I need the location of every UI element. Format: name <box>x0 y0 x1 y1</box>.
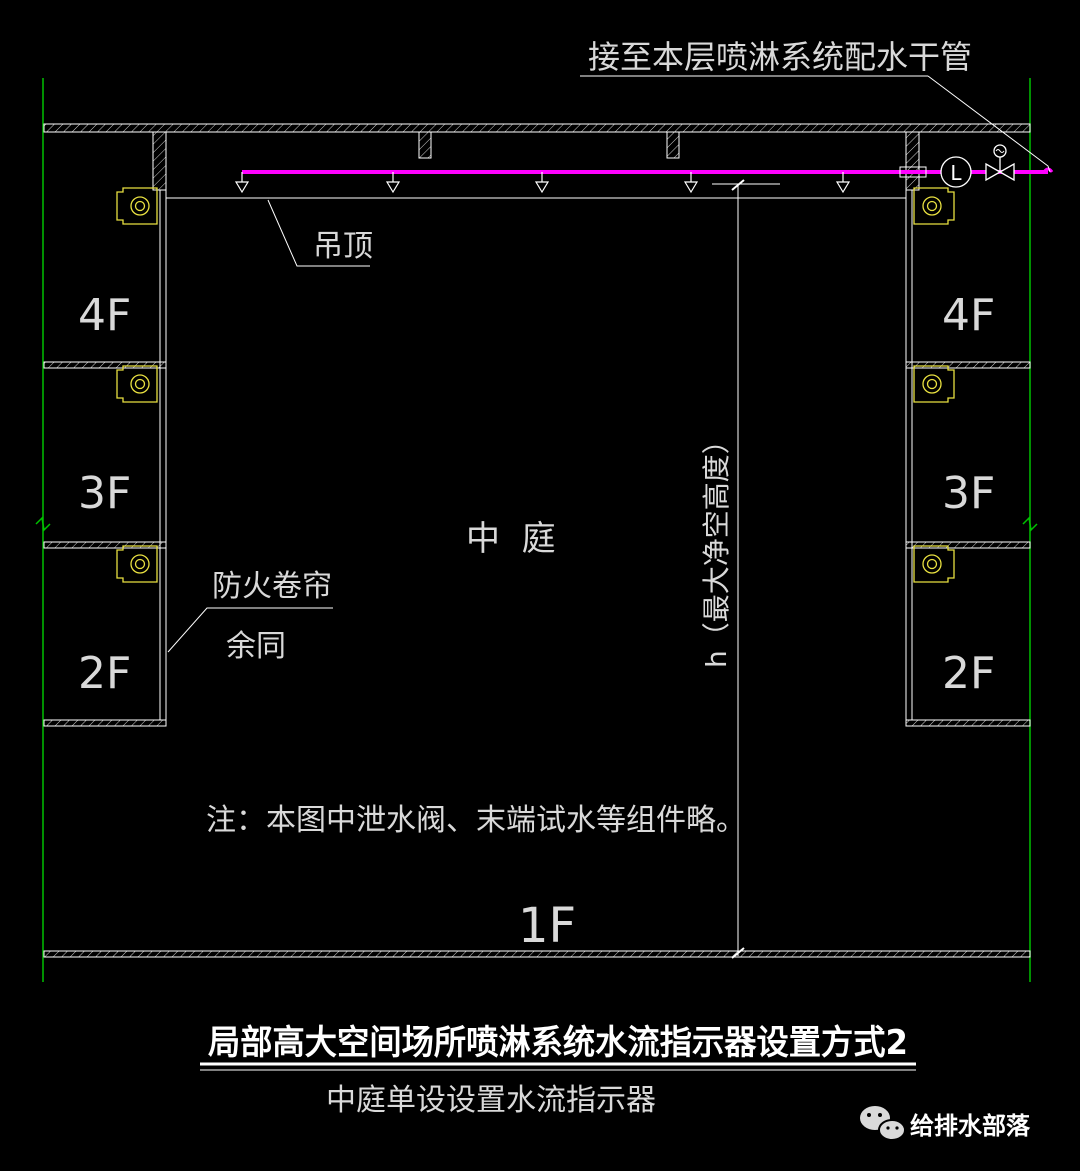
main-pipe-leader <box>580 75 1051 173</box>
ceiling-label: 吊顶 <box>313 229 373 264</box>
roof-slab <box>43 123 1031 191</box>
watermark: 给排水部落 <box>860 1106 1031 1141</box>
floor-label-right-4f: 4F <box>942 290 995 341</box>
wechat-icon <box>860 1106 906 1141</box>
atrium-label: 中 庭 <box>466 519 556 559</box>
fire-shutter-note: 余同 <box>226 629 286 664</box>
fire-shutter-label: 防火卷帘 <box>212 569 332 604</box>
fire-shutter-right <box>905 190 913 720</box>
floor-label-right-3f: 3F <box>942 468 995 519</box>
drawing-title: 局部高大空间场所喷淋系统水流指示器设置方式2 <box>208 1023 908 1063</box>
signal-valve-icon <box>985 144 1015 182</box>
shutter-box-icon <box>913 545 955 583</box>
sprinkler-heads <box>234 172 851 194</box>
shutter-box-icon <box>116 545 158 583</box>
grid-lines <box>35 78 1038 982</box>
ground-slab <box>43 950 1031 958</box>
fire-shutter-leader <box>167 607 333 653</box>
ceiling-leader <box>267 199 370 267</box>
shutter-box-icon <box>116 365 158 403</box>
sprinkler-head-icon <box>534 172 550 194</box>
shutter-box-icons <box>116 187 955 583</box>
sprinkler-head-icon <box>234 172 250 194</box>
flow-indicator-icon: L <box>940 156 972 188</box>
floor-label-left-4f: 4F <box>78 290 131 341</box>
shutter-box-icon <box>116 187 158 225</box>
sprinkler-head-icon <box>683 172 699 194</box>
flow-indicator-label: L <box>950 161 962 185</box>
watermark-text: 给排水部落 <box>910 1112 1031 1140</box>
pipe-end <box>1042 167 1054 173</box>
shutter-box-icon <box>913 365 955 403</box>
floor-label-left-2f: 2F <box>78 648 131 699</box>
pipe-sleeve <box>899 166 927 178</box>
sprinkler-head-icon <box>385 172 401 194</box>
height-dimension <box>712 179 780 959</box>
sprinkler-head-icon <box>835 172 851 194</box>
floor-label-left-3f: 3F <box>78 468 131 519</box>
drawing-note: 注：本图中泄水阀、末端试水等组件略。 <box>206 803 746 838</box>
shutter-box-icon <box>913 187 955 225</box>
floor-label-right-2f: 2F <box>942 648 995 699</box>
height-dimension-label: h（最大净空高度） <box>700 426 733 668</box>
fire-shutter-left <box>159 190 167 720</box>
main-pipe-label: 接至本层喷淋系统配水干管 <box>588 38 972 76</box>
title-underline <box>200 1062 916 1071</box>
drawing-subtitle: 中庭单设设置水流指示器 <box>326 1083 656 1118</box>
floor-label-1f: 1F <box>518 898 576 954</box>
